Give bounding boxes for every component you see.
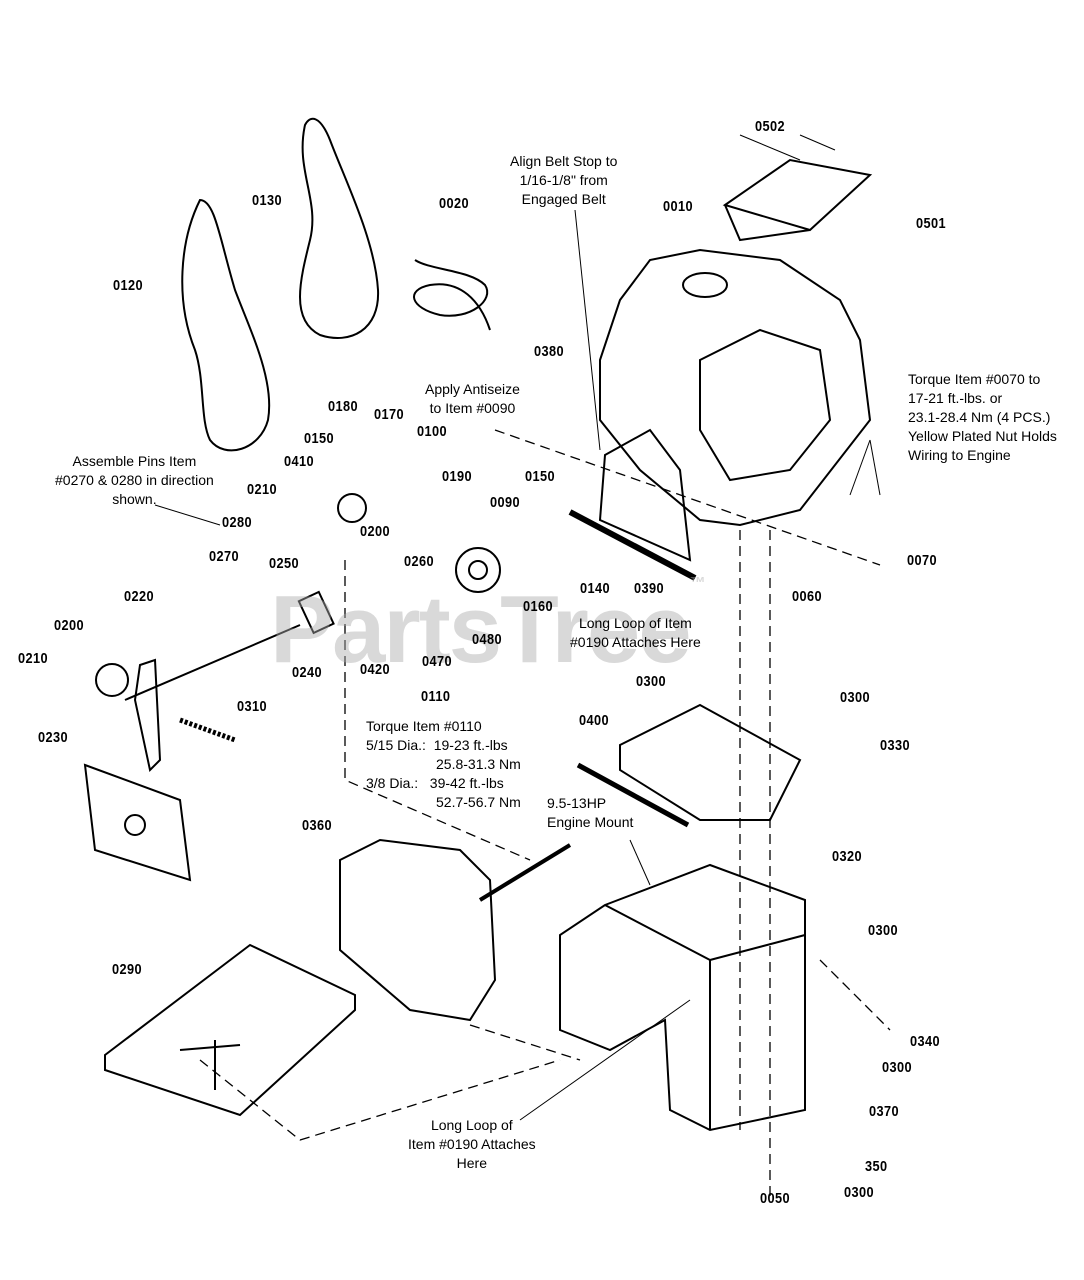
part-label-0150[interactable]: 0150 xyxy=(304,430,335,447)
part-label-0020[interactable]: 0020 xyxy=(439,195,470,212)
part-label-0200[interactable]: 0200 xyxy=(360,523,391,540)
part-label-0140[interactable]: 0140 xyxy=(580,580,611,597)
part-label-0260[interactable]: 0260 xyxy=(404,553,435,570)
note-torque-0070: Torque Item #0070 to 17-21 ft.-lbs. or 2… xyxy=(908,371,1057,463)
idler-0200-top xyxy=(337,493,367,523)
note-belt-stop: Align Belt Stop to 1/16-1/8" from Engage… xyxy=(510,153,618,207)
part-label-0290[interactable]: 0290 xyxy=(112,961,143,978)
bottom-pan-0290 xyxy=(104,943,356,1117)
part-label-0100[interactable]: 0100 xyxy=(417,423,448,440)
part-label-0330[interactable]: 0330 xyxy=(880,737,911,754)
note-torque-0110: Torque Item #0110 5/15 Dia.: 19-23 ft.-l… xyxy=(366,718,521,810)
housing xyxy=(83,763,192,882)
part-label-0300[interactable]: 0300 xyxy=(840,689,871,706)
part-label-0502[interactable]: 0502 xyxy=(755,118,786,135)
note-assemble-pins: Assemble Pins Item #0270 & 0280 in direc… xyxy=(55,453,214,507)
part-label-0410[interactable]: 0410 xyxy=(284,453,315,470)
part-label-0270[interactable]: 0270 xyxy=(209,548,240,565)
note-antiseize: Apply Antiseize to Item #0090 xyxy=(425,381,520,416)
part-label-0240[interactable]: 0240 xyxy=(292,664,323,681)
part-label-0380[interactable]: 0380 xyxy=(534,343,565,360)
part-label-0070[interactable]: 0070 xyxy=(907,552,938,569)
belt-cover-0360 xyxy=(339,838,497,1022)
part-label-0050[interactable]: 0050 xyxy=(760,1190,791,1207)
part-label-0310[interactable]: 0310 xyxy=(237,698,268,715)
part-label-0300[interactable]: 0300 xyxy=(636,673,667,690)
part-label-0210[interactable]: 0210 xyxy=(18,650,49,667)
part-label-350[interactable]: 350 xyxy=(865,1158,888,1175)
engine-0010 xyxy=(599,248,872,527)
part-label-0180[interactable]: 0180 xyxy=(328,398,359,415)
part-label-0150[interactable]: 0150 xyxy=(525,468,556,485)
part-label-0320[interactable]: 0320 xyxy=(832,848,863,865)
heat-shield-0501 xyxy=(722,158,873,232)
part-label-0230[interactable]: 0230 xyxy=(38,729,69,746)
belt-0120 xyxy=(181,198,271,452)
part-label-0250[interactable]: 0250 xyxy=(269,555,300,572)
part-label-0090[interactable]: 0090 xyxy=(490,494,521,511)
part-label-0300[interactable]: 0300 xyxy=(882,1059,913,1076)
part-label-0360[interactable]: 0360 xyxy=(302,817,333,834)
strip-0400 xyxy=(576,762,690,828)
part-label-0190[interactable]: 0190 xyxy=(442,468,473,485)
part-label-0280[interactable]: 0280 xyxy=(222,514,253,531)
part-label-0340[interactable]: 0340 xyxy=(910,1033,941,1050)
part-label-0060[interactable]: 0060 xyxy=(792,588,823,605)
note-engine-mount: 9.5-13HP Engine Mount xyxy=(547,795,634,830)
part-label-0300[interactable]: 0300 xyxy=(868,922,899,939)
watermark: PartsTree™ xyxy=(270,575,706,683)
pulley-0090 xyxy=(455,547,501,593)
part-label-0400[interactable]: 0400 xyxy=(579,712,610,729)
part-label-0160[interactable]: 0160 xyxy=(523,598,554,615)
bracket-0230 xyxy=(133,658,162,773)
part-label-0220[interactable]: 0220 xyxy=(124,588,155,605)
part-label-0501[interactable]: 0501 xyxy=(916,215,947,232)
part-label-0210[interactable]: 0210 xyxy=(247,481,278,498)
part-label-0170[interactable]: 0170 xyxy=(374,406,405,423)
part-label-0300[interactable]: 0300 xyxy=(844,1184,875,1201)
note-long-loop-bottom: Long Loop of Item #0190 Attaches Here xyxy=(408,1117,536,1171)
part-label-0110[interactable]: 0110 xyxy=(421,688,451,705)
part-label-0370[interactable]: 0370 xyxy=(869,1103,900,1120)
belt-0130 xyxy=(299,117,380,339)
part-label-0420[interactable]: 0420 xyxy=(360,661,391,678)
part-label-0010[interactable]: 0010 xyxy=(663,198,694,215)
spring-0310 xyxy=(179,717,236,743)
wire-harness-0020 xyxy=(413,259,491,331)
belt-guard-0390 xyxy=(598,428,692,562)
frame-0320 xyxy=(559,863,806,1132)
part-label-0130[interactable]: 0130 xyxy=(252,192,283,209)
part-label-0480[interactable]: 0480 xyxy=(472,631,503,648)
idler-0200-bottom xyxy=(95,663,129,697)
part-label-0200[interactable]: 0200 xyxy=(54,617,85,634)
spacer-0240 xyxy=(297,590,335,635)
note-long-loop-top: Long Loop of Item #0190 Attaches Here xyxy=(570,615,701,650)
part-label-0470[interactable]: 0470 xyxy=(422,653,453,670)
shaft xyxy=(124,624,301,701)
part-label-0390[interactable]: 0390 xyxy=(634,580,665,597)
part-label-0120[interactable]: 0120 xyxy=(113,277,144,294)
